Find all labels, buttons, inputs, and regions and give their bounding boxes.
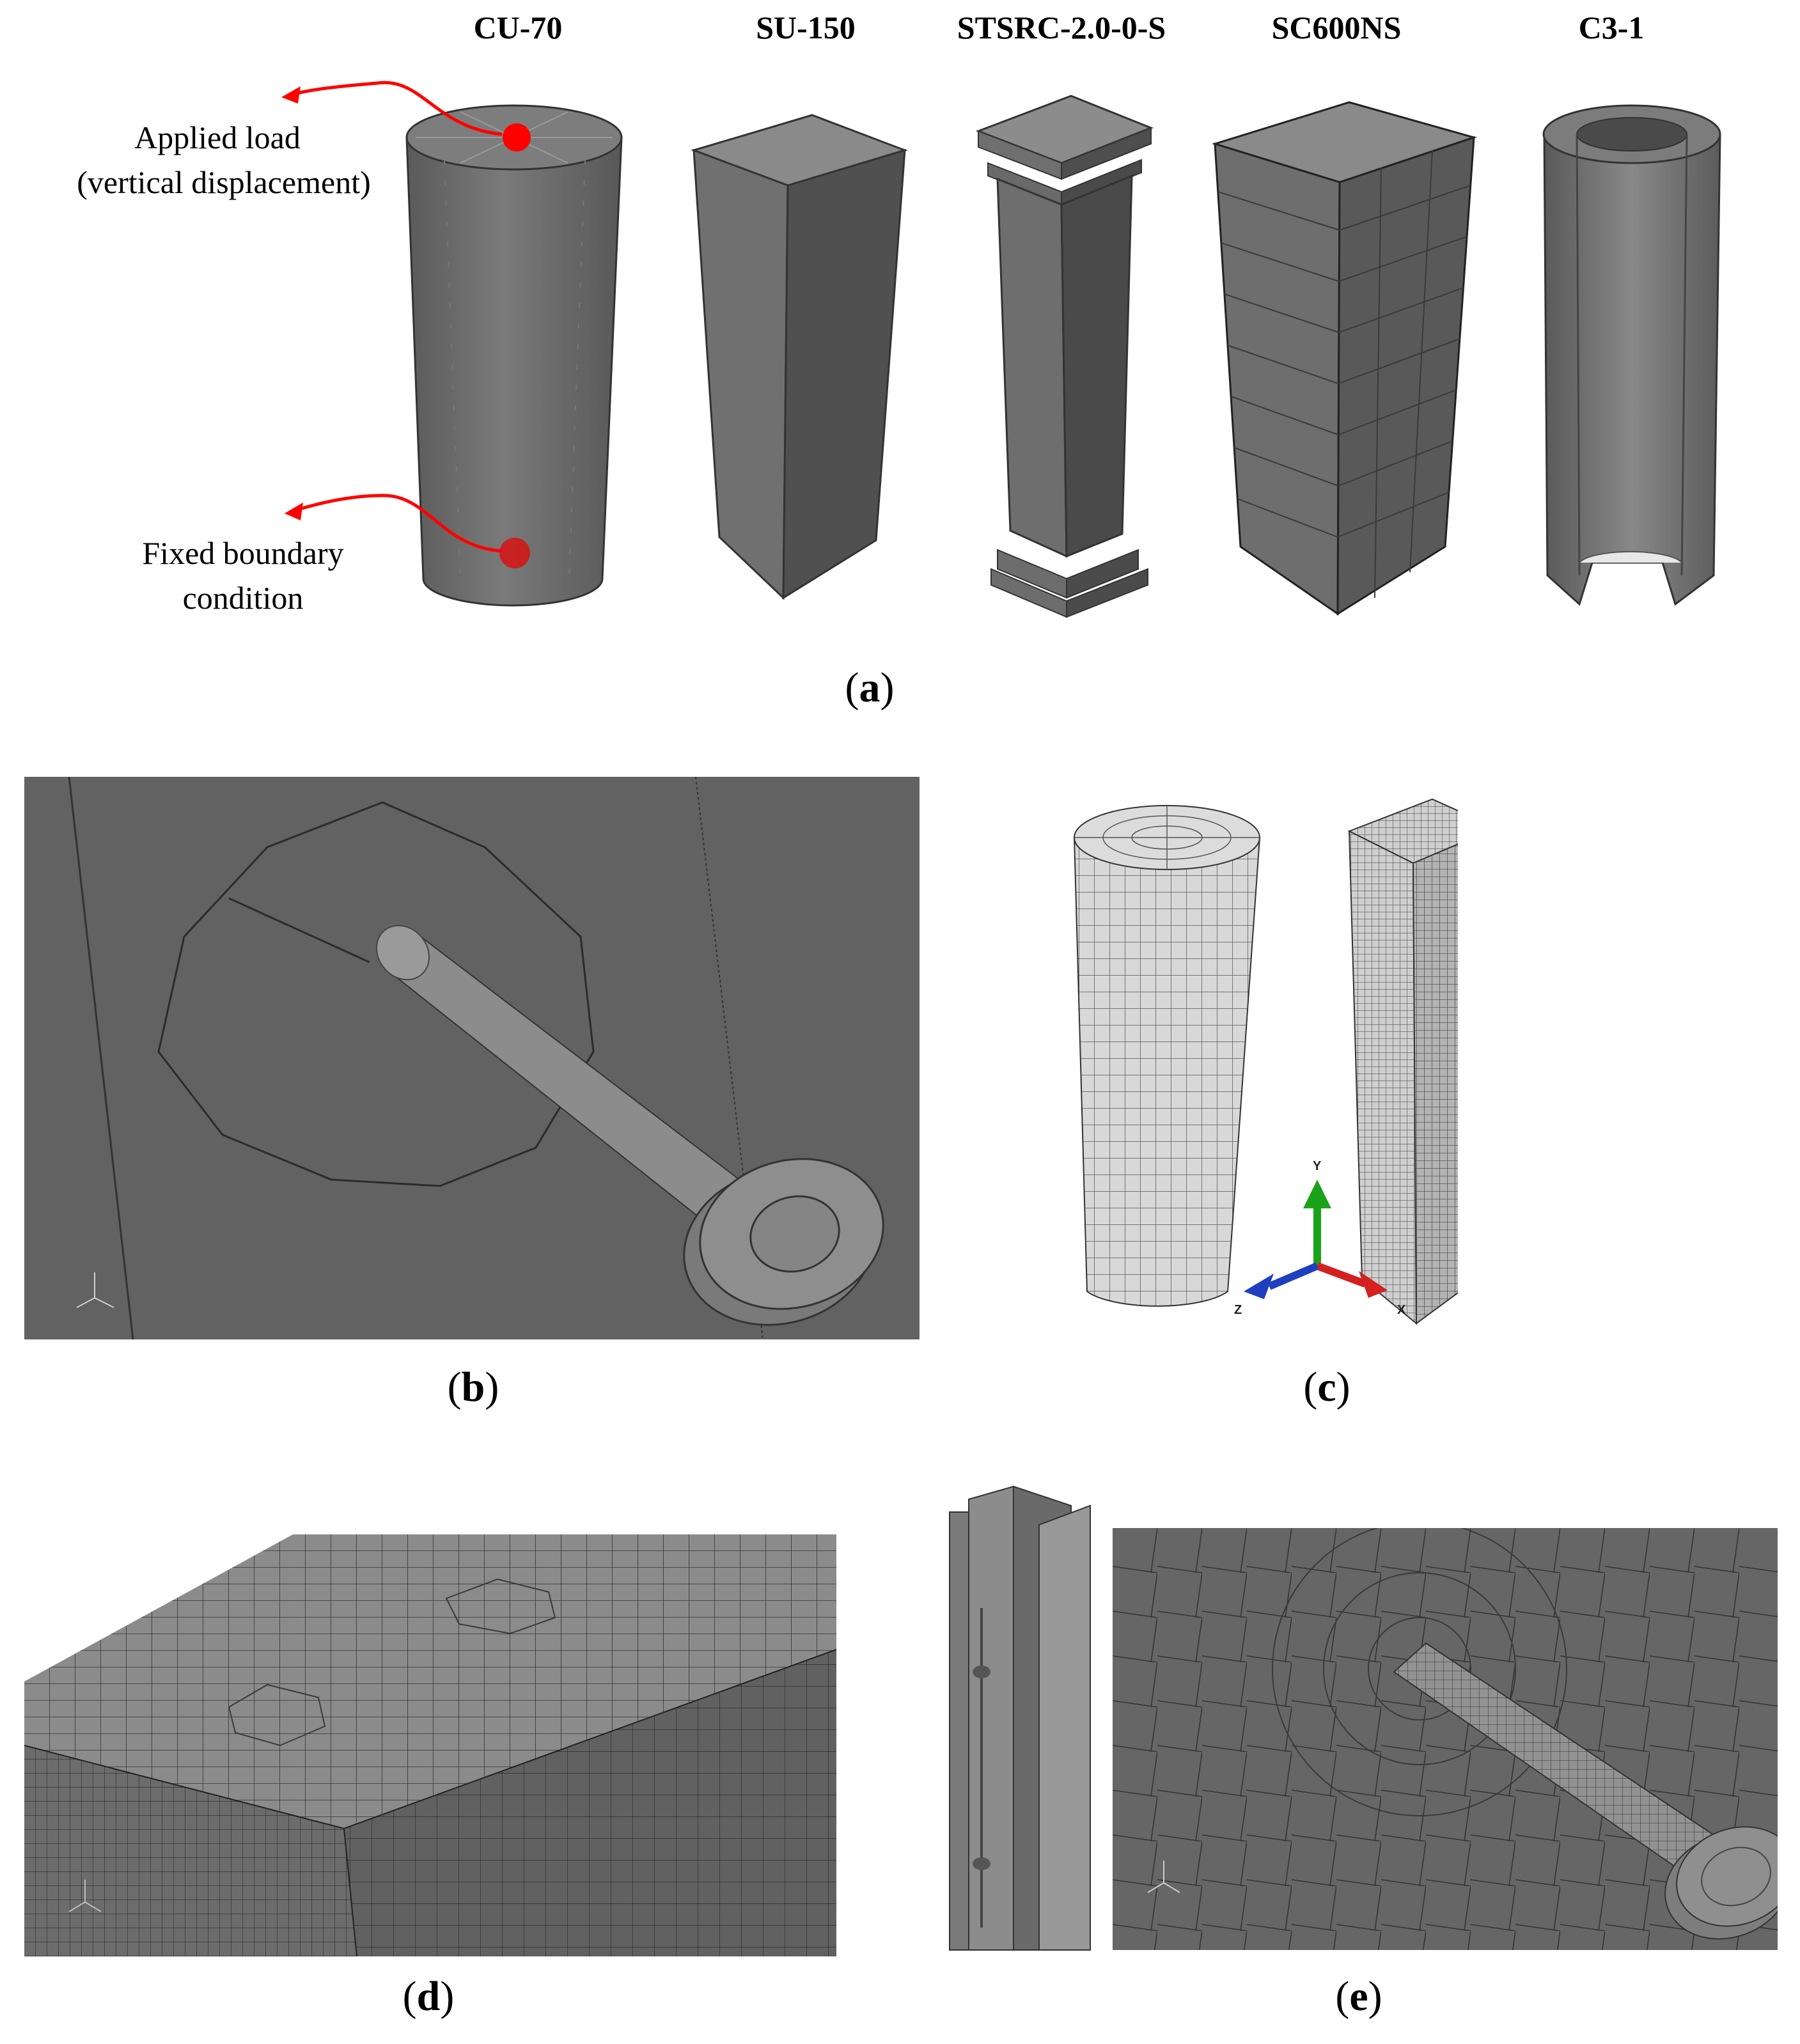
panel-c-meshes: Y X Z	[1073, 798, 1458, 1325]
specimen-su150-model	[691, 114, 908, 600]
specimen-sc600ns-model	[1211, 101, 1478, 616]
column-mesh	[1347, 798, 1458, 1325]
bc-arrow	[290, 494, 503, 553]
panel-label-b: (b)	[447, 1364, 499, 1410]
load-arrow	[287, 81, 503, 136]
fixed-bc-line2: condition	[182, 580, 304, 616]
panel-a-geometry	[281, 81, 1721, 618]
specimen-label-sc600ns: SC600NS	[1271, 10, 1402, 45]
bc-marker	[499, 538, 530, 568]
panel-b-stud-view	[24, 777, 920, 1339]
triad-icon-e	[1147, 1861, 1180, 1893]
specimen-label-su150: SU-150	[756, 10, 856, 45]
specimen-stsrc-model	[975, 95, 1154, 618]
panel-label-a: (a)	[845, 664, 895, 711]
triad-icon-d	[68, 1880, 102, 1912]
specimen-label-cu70: CU-70	[473, 10, 563, 45]
panel-label-e: (e)	[1335, 1973, 1382, 2020]
specimen-label-c31: C3-1	[1578, 10, 1645, 45]
applied-load-line2: (vertical displacement)	[77, 164, 371, 200]
panel-e-stud-view	[1113, 1528, 1778, 1950]
panel-d-image	[24, 1534, 836, 1956]
panel-b-image	[24, 777, 920, 1339]
axis-triad	[1244, 1180, 1388, 1299]
triad-icon-b	[76, 1272, 114, 1308]
applied-load-line1: Applied load	[134, 120, 301, 155]
fixed-bc-line1: Fixed boundary	[142, 535, 344, 571]
panel-d-block-mesh	[24, 1534, 836, 1956]
specimen-label-stsrc: STSRC-2.0-0-S	[957, 10, 1166, 45]
axis-x-label: X	[1397, 1303, 1406, 1317]
axis-z-label: Z	[1234, 1303, 1242, 1317]
axis-y-label: Y	[1313, 1159, 1322, 1173]
cylinder-mesh	[1073, 805, 1261, 1307]
panel-label-c: (c)	[1303, 1364, 1350, 1410]
panel-e-steel-section	[949, 1485, 1091, 1951]
specimen-cu70-model	[405, 104, 623, 607]
panel-label-d: (d)	[402, 1973, 455, 2020]
load-marker	[503, 123, 531, 152]
panel-e-stud-mesh	[1113, 1528, 1778, 1950]
specimen-c31-model	[1542, 104, 1721, 606]
